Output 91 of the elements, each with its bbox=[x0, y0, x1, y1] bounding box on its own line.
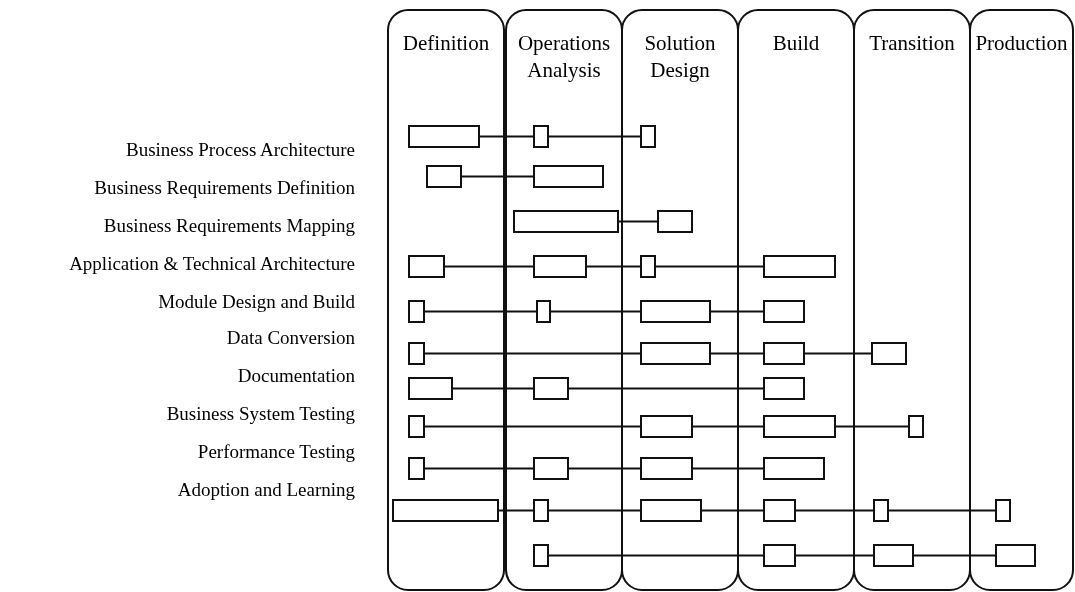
row-label: Adoption and Learning bbox=[177, 478, 355, 502]
connector-line bbox=[655, 265, 764, 268]
activity-bar bbox=[763, 415, 836, 438]
connector-line bbox=[568, 467, 641, 470]
connector-line bbox=[692, 467, 764, 470]
activity-bar bbox=[426, 165, 462, 188]
activity-bar bbox=[873, 499, 889, 522]
activity-bar bbox=[392, 499, 499, 522]
activity-bar bbox=[763, 342, 805, 365]
activity-bar bbox=[536, 300, 551, 323]
connector-line bbox=[568, 387, 764, 390]
activity-bar bbox=[533, 457, 569, 480]
connector-line bbox=[461, 175, 534, 178]
connector-line bbox=[710, 310, 764, 313]
activity-bar bbox=[533, 499, 549, 522]
connector-line bbox=[795, 509, 874, 512]
row-label: Module Design and Build bbox=[158, 290, 355, 314]
phase-column bbox=[854, 10, 970, 590]
activity-bar bbox=[533, 125, 549, 148]
phase-header: Production bbox=[974, 30, 1069, 57]
row-label: Business System Testing bbox=[166, 402, 355, 426]
activity-bar bbox=[408, 377, 453, 400]
activity-bar bbox=[763, 544, 796, 567]
activity-bar bbox=[908, 415, 924, 438]
activity-bar bbox=[995, 544, 1036, 567]
phase-column bbox=[388, 10, 504, 590]
activity-bar bbox=[408, 415, 425, 438]
connector-line bbox=[452, 387, 534, 390]
activity-bar bbox=[763, 499, 796, 522]
row-label: Business Requirements Definition bbox=[94, 176, 355, 200]
connector-line bbox=[804, 352, 872, 355]
activity-bar bbox=[763, 457, 825, 480]
activity-bar bbox=[871, 342, 907, 365]
activity-bar bbox=[640, 499, 702, 522]
connector-line bbox=[424, 425, 641, 428]
activity-bar bbox=[533, 377, 569, 400]
activity-bar bbox=[763, 300, 805, 323]
activity-bar bbox=[640, 415, 693, 438]
activity-bar bbox=[657, 210, 693, 233]
connector-line bbox=[479, 135, 534, 138]
row-label: Business Requirements Mapping bbox=[103, 214, 355, 238]
activity-bar bbox=[995, 499, 1011, 522]
activity-bar bbox=[640, 457, 693, 480]
row-label: Business Process Architecture bbox=[126, 138, 355, 162]
connector-line bbox=[498, 509, 534, 512]
connector-line bbox=[692, 425, 764, 428]
activity-bar bbox=[640, 125, 656, 148]
phase-header: Transition bbox=[868, 30, 956, 57]
activity-bar bbox=[873, 544, 914, 567]
activity-bar bbox=[640, 342, 711, 365]
phase-column bbox=[738, 10, 854, 590]
phase-header: Operations Analysis bbox=[516, 30, 612, 84]
activity-bar bbox=[640, 300, 711, 323]
connector-line bbox=[548, 554, 764, 557]
connector-line bbox=[586, 265, 641, 268]
connector-line bbox=[424, 310, 537, 313]
phase-column bbox=[622, 10, 738, 590]
activity-bar bbox=[513, 210, 619, 233]
row-label: Data Conversion bbox=[226, 326, 355, 350]
activity-bar bbox=[408, 255, 445, 278]
activity-bar bbox=[533, 544, 549, 567]
phase-header: Definition bbox=[401, 30, 491, 57]
connector-line bbox=[548, 509, 641, 512]
row-label: Documentation bbox=[237, 364, 355, 388]
activity-bar bbox=[640, 255, 656, 278]
connector-line bbox=[424, 467, 534, 470]
connector-line bbox=[710, 352, 764, 355]
connector-line bbox=[888, 509, 996, 512]
connector-line bbox=[550, 310, 641, 313]
activity-bar bbox=[408, 125, 480, 148]
phase-column bbox=[970, 10, 1073, 590]
connector-line bbox=[618, 220, 658, 223]
phase-header: Solution Design bbox=[643, 30, 717, 84]
connector-line bbox=[548, 135, 641, 138]
phase-header: Build bbox=[771, 30, 821, 57]
connector-line bbox=[701, 509, 764, 512]
activity-bar bbox=[533, 165, 604, 188]
phase-column bbox=[506, 10, 622, 590]
connector-line bbox=[795, 554, 874, 557]
activity-bar bbox=[763, 255, 836, 278]
row-label: Application & Technical Architecture bbox=[69, 252, 355, 276]
connector-line bbox=[424, 352, 641, 355]
activity-bar bbox=[408, 457, 425, 480]
row-label: Performance Testing bbox=[197, 440, 355, 464]
activity-bar bbox=[408, 300, 425, 323]
connector-line bbox=[913, 554, 996, 557]
activity-bar bbox=[533, 255, 587, 278]
connector-line bbox=[835, 425, 909, 428]
activity-bar bbox=[763, 377, 805, 400]
connector-line bbox=[444, 265, 534, 268]
activity-bar bbox=[408, 342, 425, 365]
